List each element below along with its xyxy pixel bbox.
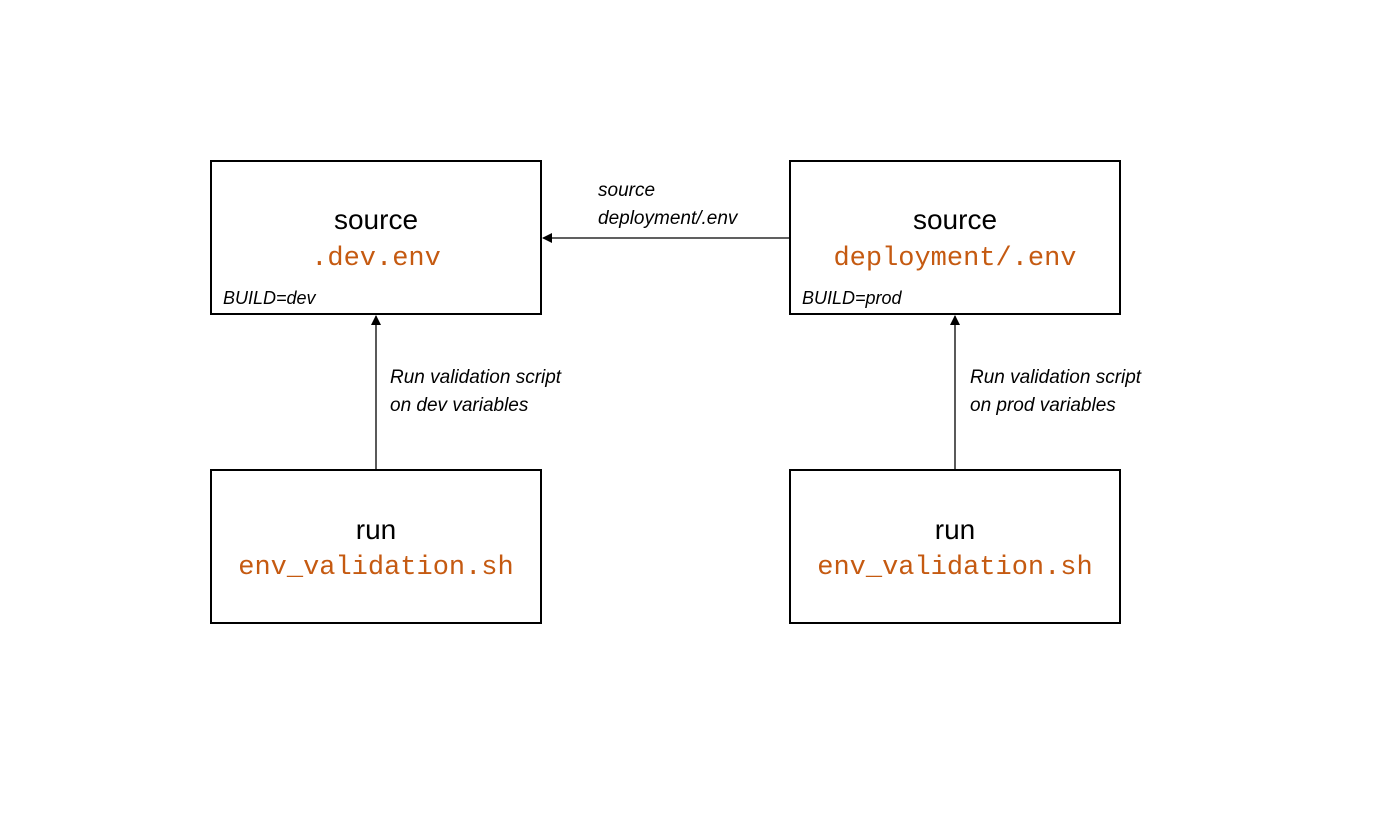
dev-source-box: source .dev.env BUILD=dev xyxy=(210,160,542,315)
prod-source-filename: deployment/.env xyxy=(833,244,1077,274)
prod-build-note: BUILD=prod xyxy=(802,288,902,308)
dev-run-filename: env_validation.sh xyxy=(238,553,514,583)
dev-source-title: source xyxy=(333,204,419,235)
edge-label-validate-dev: Run validation script on dev variables xyxy=(390,364,561,420)
edge-label-line: deployment/.env xyxy=(598,208,738,229)
edge-label-line: Run validation script xyxy=(390,367,562,388)
dev-source-filename: .dev.env xyxy=(311,244,441,274)
prod-source-box: source deployment/.env BUILD=prod xyxy=(789,160,1121,315)
edge-label-line: Run validation script xyxy=(970,367,1142,388)
edge-label-source-deployment: source deployment/.env xyxy=(598,177,737,233)
edge-label-line: source xyxy=(598,180,656,201)
prod-source-title: source xyxy=(912,204,998,235)
edge-label-line: on dev variables xyxy=(390,395,529,416)
prod-run-box: run env_validation.sh xyxy=(789,469,1121,624)
edge-label-line: on prod variables xyxy=(970,395,1116,416)
edge-label-validate-prod: Run validation script on prod variables xyxy=(970,364,1141,420)
prod-run-filename: env_validation.sh xyxy=(817,553,1093,583)
prod-run-title: run xyxy=(934,514,976,545)
dev-build-note: BUILD=dev xyxy=(223,288,316,308)
dev-run-box: run env_validation.sh xyxy=(210,469,542,624)
dev-run-title: run xyxy=(355,514,397,545)
